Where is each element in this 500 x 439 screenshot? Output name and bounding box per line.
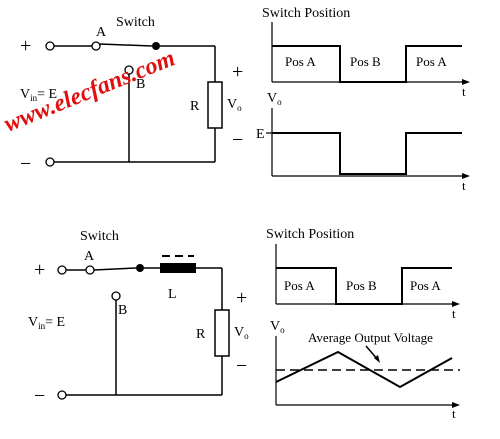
bottom-output-minus: − (236, 355, 247, 377)
bottom-switch-chart-seg-3: Pos A (410, 278, 441, 293)
bottom-resistor (214, 309, 230, 357)
top-resistor (207, 81, 223, 129)
top-input-minus: − (20, 153, 31, 175)
top-input-plus-terminal (45, 41, 55, 51)
bottom-circuit: Switch A + L R Vo + − B Vin= E − (28, 229, 249, 407)
top-switch-pivot (152, 42, 160, 50)
bottom-vo-chart-avg-label: Average Output Voltage (308, 330, 433, 345)
bottom-vo-chart-t-label: t (452, 406, 456, 421)
bottom-switch-chart-title: Switch Position (266, 227, 354, 242)
top-switch-label: Switch (116, 15, 155, 30)
top-vo-chart-t-label: t (462, 178, 466, 193)
top-resistor-label: R (190, 99, 200, 114)
bottom-switch-pivot (136, 264, 144, 272)
top-vo-label: Vo (227, 97, 242, 113)
bottom-switch-chart-waveform (276, 267, 452, 305)
top-switch-chart-t-label: t (462, 84, 466, 99)
bottom-switch-chart-seg-1: Pos A (284, 278, 315, 293)
top-vo-chart-x-arrow (462, 173, 470, 179)
bottom-input-minus-terminal (57, 390, 67, 400)
top-input-plus: + (20, 35, 31, 57)
top-switch-chart-waveform (272, 45, 462, 83)
bottom-vin-label: Vin= E (28, 315, 65, 331)
bottom-switch-position-chart: Switch Position t Pos A Pos B Pos A (266, 227, 460, 321)
top-vin-label: Vin= E (20, 87, 57, 103)
bottom-switch-label: Switch (80, 229, 119, 244)
bottom-switch-pos-a-label: A (84, 249, 95, 264)
bottom-resistor-label: R (196, 327, 206, 342)
bottom-inductor-label: L (168, 287, 177, 302)
top-output-minus: − (232, 129, 243, 151)
bottom-vo-chart-ripple (275, 350, 453, 389)
top-switch-contact-a (91, 41, 101, 51)
top-input-minus-terminal (45, 157, 55, 167)
top-switch-chart-seg-3: Pos A (416, 54, 447, 69)
bottom-vo-chart-avg-pointer-head (374, 355, 380, 363)
top-switch-position-chart: Switch Position t Pos A Pos B Pos A (262, 6, 470, 99)
bottom-switch-chart-x-arrow (452, 301, 460, 307)
top-vo-chart-waveform (272, 132, 462, 175)
top-vo-chart-level-label: E (256, 127, 265, 142)
top-switch-chart-seg-1: Pos A (285, 54, 316, 69)
top-switch-chart-seg-2: Pos B (350, 54, 381, 69)
top-output-plus: + (232, 61, 243, 83)
bottom-input-plus: + (34, 259, 45, 281)
top-vo-chart-ylabel: Vo (267, 91, 282, 107)
bottom-vo-chart-ylabel: Vo (270, 319, 285, 335)
bottom-switch-contact-a (85, 265, 95, 275)
bottom-vo-label: Vo (234, 325, 249, 341)
bottom-input-minus: − (34, 385, 45, 407)
bottom-output-plus: + (236, 287, 247, 309)
bottom-vo-chart-x-arrow (452, 402, 460, 408)
bottom-switch-blade (93, 267, 137, 271)
top-circuit: + A Switch R Vo + − B Vin= E − (20, 15, 243, 175)
top-switch-chart-title: Switch Position (262, 6, 350, 21)
bottom-vo-chart: Vo t Average Output Voltage (270, 319, 460, 421)
bottom-switch-chart-t-label: t (452, 306, 456, 321)
top-vo-chart: Vo t E (256, 91, 470, 193)
bottom-inductor (160, 263, 196, 273)
bottom-switch-contact-b (111, 291, 121, 301)
bottom-switch-pos-b-label: B (118, 303, 127, 318)
top-switch-pos-a-label: A (96, 25, 107, 40)
bottom-input-plus-terminal (57, 265, 67, 275)
top-switch-chart-x-arrow (462, 79, 470, 85)
top-switch-blade (99, 43, 153, 47)
bottom-switch-chart-seg-2: Pos B (346, 278, 377, 293)
top-switch-pos-b-label: B (136, 77, 145, 92)
